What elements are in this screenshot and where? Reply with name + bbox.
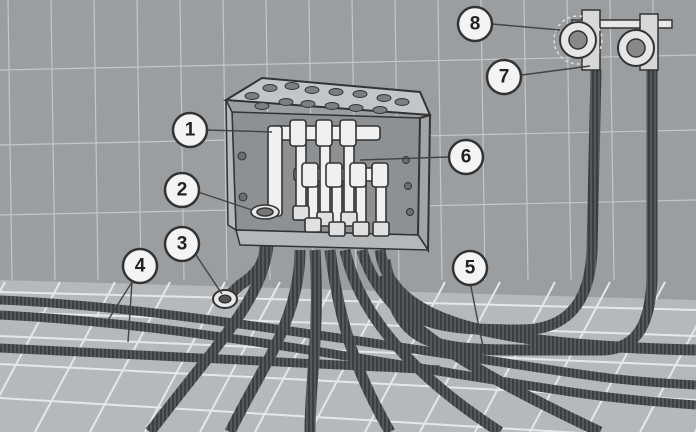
callout-label: 1 [185, 120, 196, 141]
callout-label: 3 [177, 234, 188, 255]
callout-6: 6 [447, 138, 485, 176]
manifold-fittings [250, 119, 390, 237]
callout-4: 4 [121, 247, 159, 285]
callout-8: 8 [456, 5, 494, 43]
callout-3: 3 [163, 225, 201, 263]
callout-label: 7 [499, 67, 510, 88]
callout-5: 5 [451, 249, 489, 287]
callout-label: 8 [470, 14, 481, 35]
callout-label: 2 [177, 180, 188, 201]
callout-1: 1 [171, 111, 209, 149]
callout-label: 6 [461, 147, 472, 168]
callout-label: 4 [135, 256, 146, 277]
floor-fitting-3 [212, 244, 271, 309]
wall-outlets [553, 9, 673, 71]
leader-lines [104, 23, 591, 353]
callout-label: 5 [465, 258, 476, 279]
riser-pipes [379, 69, 658, 356]
callout-7: 7 [485, 58, 523, 96]
callout-2: 2 [163, 171, 201, 209]
